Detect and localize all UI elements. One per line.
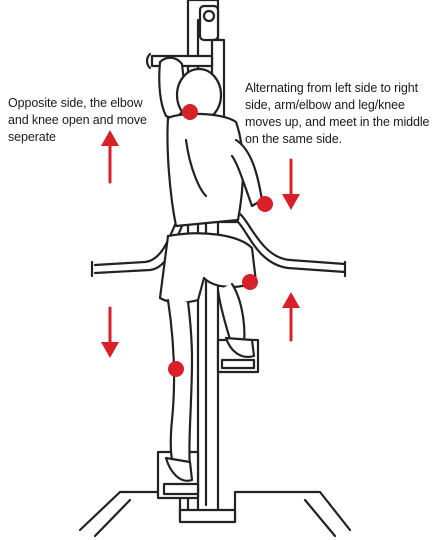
caption-right-line-4: on the same side.	[245, 131, 435, 148]
caption-left: Opposite side, the elbow and knee open a…	[8, 95, 168, 146]
caption-right-line-3: moves up, and meet in the middle	[245, 114, 435, 131]
caption-right: Alternating from left side to right side…	[245, 80, 435, 148]
arrow-down-left-icon	[101, 308, 119, 358]
marker-right-elbow	[182, 104, 198, 120]
caption-left-line-2: and knee open and move	[8, 112, 168, 129]
caption-left-line-3: seperate	[8, 129, 168, 146]
arrow-down-right-icon	[282, 160, 300, 210]
marker-right-knee	[168, 361, 184, 377]
caption-right-line-1: Alternating from left side to right	[245, 80, 435, 97]
marker-left-elbow	[257, 196, 273, 212]
marker-left-knee	[242, 274, 258, 290]
caption-left-line-1: Opposite side, the elbow	[8, 95, 168, 112]
arrow-up-right-icon	[282, 292, 300, 340]
caption-right-line-2: side, arm/elbow and leg/knee	[245, 97, 435, 114]
